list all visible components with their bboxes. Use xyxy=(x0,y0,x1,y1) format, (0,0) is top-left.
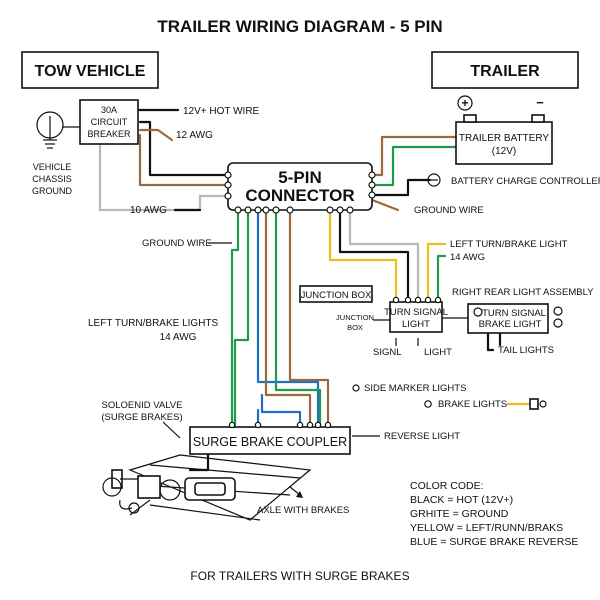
chassis-ground-line-1: VEHICLE xyxy=(33,162,72,172)
reverse-light-label: REVERSE LIGHT xyxy=(384,431,460,442)
awg14-right-label: 14 AWG xyxy=(450,252,485,263)
junction-box-label: JUNCTION BOX xyxy=(301,290,372,301)
connector-pins xyxy=(224,171,376,214)
color-code-heading: COLOR CODE: xyxy=(410,480,484,492)
brake-light-bulb-icon xyxy=(473,307,483,317)
right-rear-label: RIGHT REAR LIGHT ASSEMBLY xyxy=(452,287,594,298)
green-battery-wire xyxy=(370,145,458,187)
tow-vehicle-box xyxy=(21,51,159,89)
tail-light-wire xyxy=(486,331,495,352)
brake-drum-icon xyxy=(159,479,181,501)
breaker-line-1: 30A xyxy=(101,105,117,115)
trailer-label: TRAILER xyxy=(470,63,540,80)
turn-signal-brake-line-1: TURN SIGNAL xyxy=(482,308,546,319)
battery-line-1: TRAILER BATTERY xyxy=(459,133,550,144)
awg12-label: 12 AWG xyxy=(176,130,213,141)
battery-line-2: (12V) xyxy=(492,146,516,157)
blue-coupler-wire-a xyxy=(256,208,320,427)
yellow-left-turn-light-wire xyxy=(426,242,447,300)
coupler-pins xyxy=(228,421,332,429)
signl-label: SIGNL xyxy=(373,347,402,358)
charge-controller-icon xyxy=(427,173,441,187)
battery-plus-sign: + xyxy=(461,96,468,110)
ground-wire-left-label: GROUND WIRE xyxy=(142,238,212,249)
breaker-line-3: BREAKER xyxy=(87,129,131,139)
yellow-left-turn-wire xyxy=(328,208,398,300)
black-junction-wire xyxy=(338,208,410,300)
turn-signal-light-line-2: LIGHT xyxy=(402,319,430,330)
axle-label: AXLE WITH BRAKES xyxy=(257,505,349,516)
hot-wire-label: 12V+ HOT WIRE xyxy=(183,106,260,117)
green-14awg-wire xyxy=(436,254,447,300)
ground-wire-right-label: GROUND WIRE xyxy=(414,205,484,216)
turn-signal-light-box xyxy=(389,301,443,333)
battery-minus-sign: − xyxy=(536,95,544,110)
chassis-ground-line-2: CHASSIS xyxy=(32,174,72,184)
battery-plus-icon xyxy=(457,95,473,111)
solenoid-line-2: (SURGE BRAKES) xyxy=(101,412,182,423)
awg14-left-label: 14 AWG xyxy=(160,332,197,343)
brake-lamp-icon xyxy=(529,398,539,410)
trailer-box xyxy=(431,51,579,89)
surge-brake-coupler-box xyxy=(189,426,351,455)
awg10-label: 10 AWG xyxy=(130,205,167,216)
tow-vehicle-label: TOW VEHICLE xyxy=(35,63,146,80)
green-coupler-wire-b xyxy=(274,208,322,427)
brake-lights-label: BRAKE LIGHTS xyxy=(438,399,507,410)
battery-charge-label: BATTERY CHARGE CONTROLLER xyxy=(451,176,600,187)
green-ground-wire-down xyxy=(230,208,240,427)
turn-signal-light-line-1: TURN SIGNAL xyxy=(384,307,448,318)
color-code-line-4: BLUE = SURGE BRAKE REVERSE xyxy=(410,536,578,548)
color-code-line-3: YELLOW = LEFT/RUNN/BRAKS xyxy=(410,522,563,534)
wires xyxy=(62,108,532,472)
rear-light-bulb-icon-1 xyxy=(553,306,563,316)
blue-coupler-wire-c xyxy=(260,393,302,427)
circuit-breaker-box xyxy=(79,99,139,145)
surge-coupler-label: SURGE BRAKE COUPLER xyxy=(193,435,347,449)
trailer-battery: + − xyxy=(455,95,553,165)
hitch-ball-icon xyxy=(102,477,122,497)
axle-brake-assembly xyxy=(102,454,312,521)
connector-line-2: CONNECTOR xyxy=(245,186,354,205)
color-code-line-1: BLACK = HOT (12V+) xyxy=(410,494,513,506)
rear-light-bulb-icon-2 xyxy=(553,318,563,328)
connector-line-1: 5-PIN xyxy=(278,168,321,187)
left-turn-light-label: LEFT TURN/BRAKE LIGHT xyxy=(450,239,568,250)
side-marker-label: SIDE MARKER LIGHTS xyxy=(364,383,466,394)
chassis-ground-symbol xyxy=(36,111,64,149)
chassis-ground-line-3: GROUND xyxy=(32,186,72,196)
white-junction-wire xyxy=(348,208,420,300)
junction-pins xyxy=(392,296,442,304)
junction-box-small-line-1: JUNCTION xyxy=(336,313,374,322)
brown-ground-wire-right xyxy=(370,198,400,212)
black-hot-wire xyxy=(138,120,230,177)
turn-signal-brake-line-2: BRAKE LIGHT xyxy=(479,319,542,330)
left-turn-lights-label: LEFT TURN/BRAKE LIGHTS xyxy=(88,318,219,329)
brown-coupler-wire-b xyxy=(288,208,330,427)
color-code-line-2: GRHITE = GROUND xyxy=(410,508,509,520)
black-charge-wire xyxy=(370,178,432,197)
white-10awg-wire xyxy=(98,143,230,212)
junction-box-label-box xyxy=(299,285,373,303)
solenoid-line-1: SOLOENID VALVE xyxy=(102,400,183,411)
brake-lights-icon xyxy=(424,400,432,408)
footer-caption: FOR TRAILERS WITH SURGE BRAKES xyxy=(190,569,409,583)
breaker-line-2: CIRCUIT xyxy=(91,117,128,127)
brown-battery-wire xyxy=(370,135,458,177)
brown-coupler-wire xyxy=(264,208,312,427)
green-coupler-wire xyxy=(233,208,250,427)
diagram-title: TRAILER WIRING DIAGRAM - 5 PIN xyxy=(157,17,442,36)
junction-box-small-line-2: BOX xyxy=(347,323,363,332)
brown-wire-to-connector xyxy=(138,133,230,187)
side-marker-icon xyxy=(352,384,360,392)
light-label: LIGHT xyxy=(424,347,452,358)
brown-12awg-wire xyxy=(138,128,174,142)
tail-lights-label: TAIL LIGHTS xyxy=(498,345,554,356)
